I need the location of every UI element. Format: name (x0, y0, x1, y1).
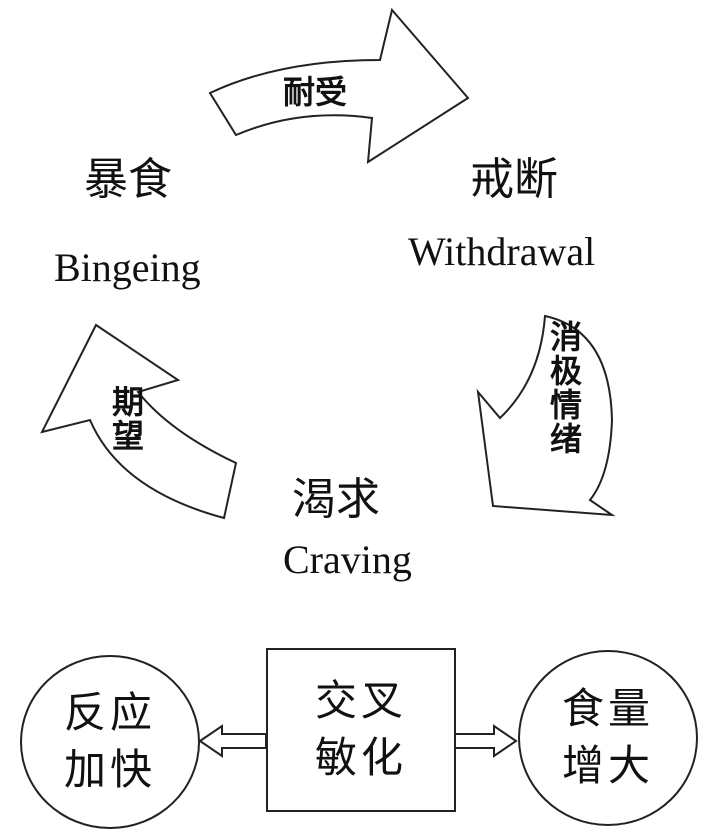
tolerance-arrow (208, 7, 470, 164)
right-circle-line1: 食量 (561, 684, 654, 734)
withdrawal-zh: 戒断 (470, 154, 558, 205)
center-box-line1: 交叉 (314, 676, 407, 726)
negative-emotion-arrow (476, 314, 616, 517)
left-circle-line2: 加快 (63, 745, 156, 794)
center-box: 交叉 敏化 (266, 648, 456, 812)
right-circle: 食量 增大 (518, 650, 698, 826)
bingeing-zh: 暴食 (84, 154, 172, 205)
craving-en: Craving (283, 537, 412, 582)
craving-zh: 渴求 (292, 474, 380, 525)
left-double-arrow (198, 724, 267, 758)
left-circle-line1: 反应 (63, 688, 156, 738)
withdrawal-en: Withdrawal (408, 229, 596, 274)
left-circle: 反应 加快 (20, 655, 200, 829)
center-box-line2: 敏化 (314, 733, 407, 782)
right-double-arrow (451, 724, 518, 758)
expectation-arrow (40, 323, 238, 520)
expectation-label: 期望 (107, 385, 145, 453)
bingeing-en: Bingeing (54, 245, 201, 290)
right-circle-line2: 增大 (561, 741, 654, 790)
negative-emotion-label: 消极情绪 (545, 320, 583, 456)
tolerance-label: 耐受 (283, 73, 348, 111)
